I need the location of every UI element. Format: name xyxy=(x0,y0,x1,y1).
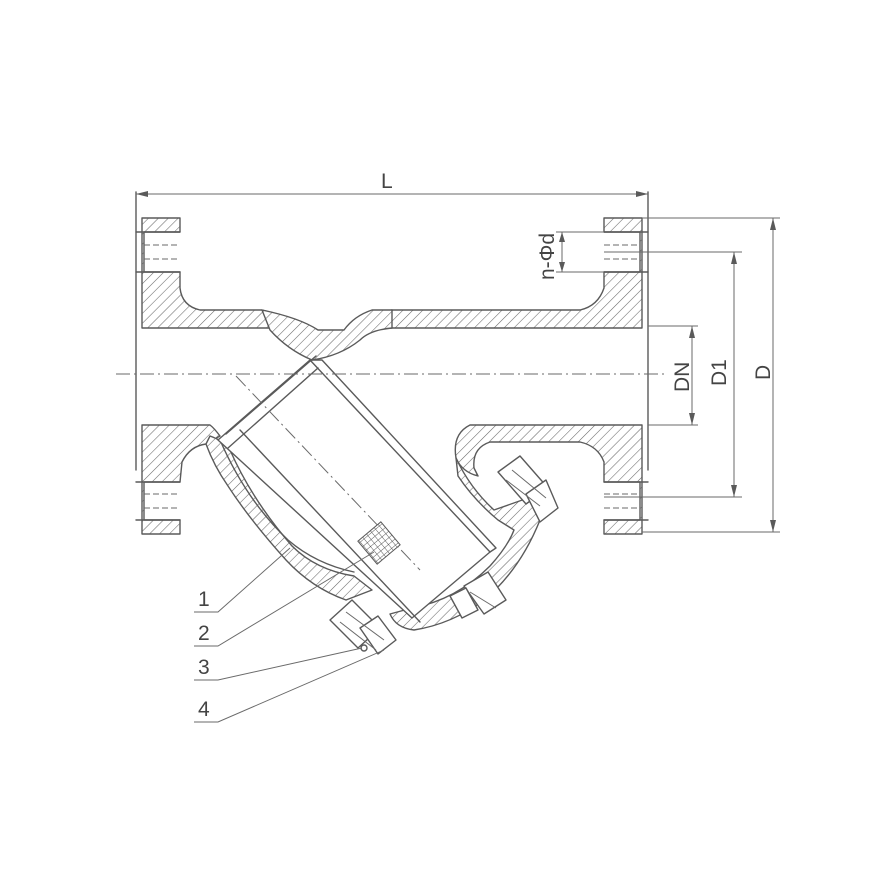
part-leaders xyxy=(194,547,385,723)
dimension-bolt-holes xyxy=(556,231,604,273)
dimension-l xyxy=(136,191,648,197)
bolt-lower-right xyxy=(449,571,507,619)
mesh-detail xyxy=(357,521,401,565)
body-wall-upper xyxy=(261,309,393,361)
label-length: L xyxy=(381,170,393,193)
label-dn: DN xyxy=(671,362,694,392)
dimension-d1 xyxy=(604,251,742,498)
label-d1: D1 xyxy=(708,359,731,386)
label-bolt-holes: n-Φd xyxy=(536,233,559,280)
dimension-d xyxy=(642,217,780,533)
dimension-dn xyxy=(648,325,698,426)
bolt-upper-right xyxy=(497,455,559,523)
strainer-screen xyxy=(217,355,497,623)
part-number-2: 2 xyxy=(198,622,210,645)
bolt-lower-left xyxy=(329,599,397,655)
body-bowl xyxy=(205,435,373,601)
part-number-3: 3 xyxy=(198,656,210,679)
bowl-inner xyxy=(219,439,355,573)
label-d: D xyxy=(752,365,775,380)
part-number-4: 4 xyxy=(198,698,210,721)
part-number-1: 1 xyxy=(198,588,210,611)
